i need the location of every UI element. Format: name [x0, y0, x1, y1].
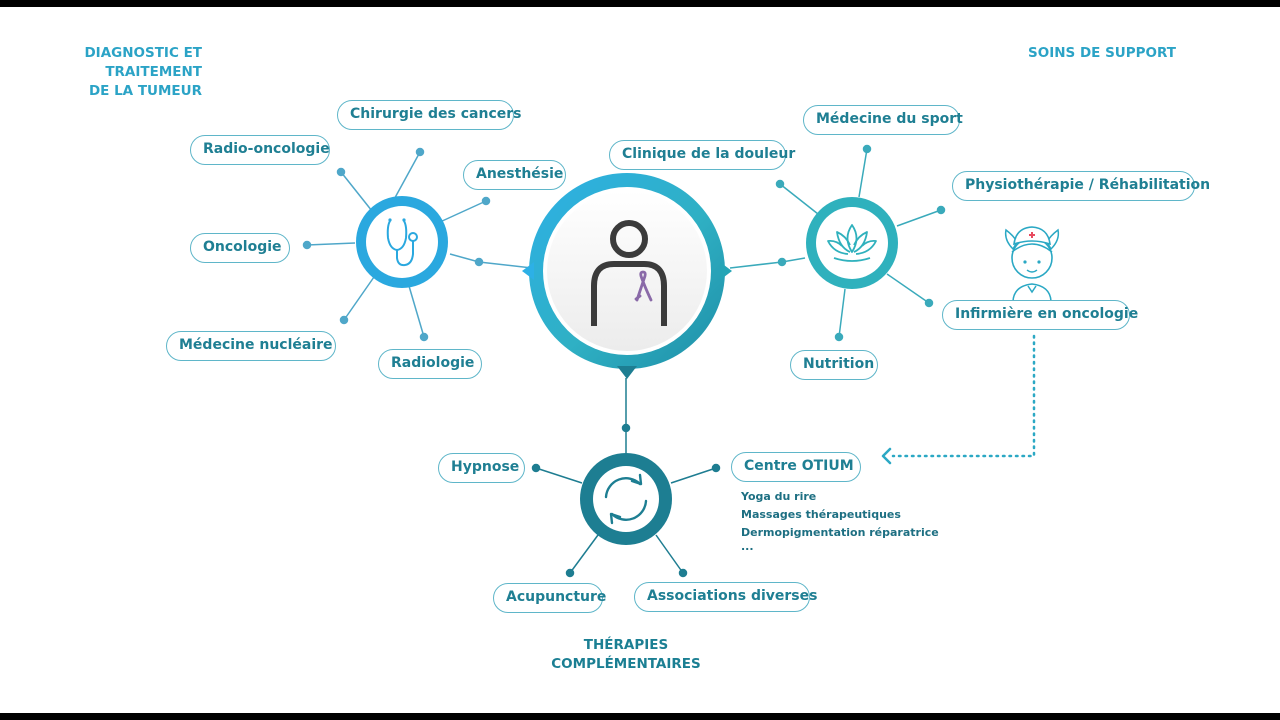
label-oncologie[interactable]: Oncologie [190, 233, 290, 263]
diagnostic-connectors [302, 147, 491, 342]
label-associations-diverses[interactable]: Associations diverses [634, 582, 817, 612]
label-physiotherapie-rehabilitation[interactable]: Physiothérapie / Réhabilitation [952, 171, 1210, 201]
otium-list-item: Dermopigmentation réparatrice [741, 526, 939, 539]
label-hypnose[interactable]: Hypnose [438, 453, 525, 483]
label-radiologie[interactable]: Radiologie [378, 349, 482, 379]
nurse-icon [1004, 226, 1060, 302]
support-connectors [775, 144, 946, 342]
lotus-icon [806, 197, 898, 289]
heading-diagnostic: DIAGNOSTIC ET TRAITEMENT DE LA TUMEUR [66, 44, 202, 101]
heading-complementary-line: THÉRAPIES [583, 637, 669, 653]
heading-diagnostic-line: TRAITEMENT [105, 64, 202, 80]
diagram-canvas: DIAGNOSTIC ET TRAITEMENT DE LA TUMEUR SO… [0, 7, 1280, 713]
heading-complementary-line: COMPLÉMENTAIRES [551, 656, 701, 672]
heading-diagnostic-line: DE LA TUMEUR [88, 83, 202, 99]
otium-list-item: Yoga du rire [741, 490, 817, 503]
otium-list-item-more: ... [741, 540, 754, 553]
label-anesthesie[interactable]: Anesthésie [463, 160, 566, 190]
label-clinique-de-la-douleur[interactable]: Clinique de la douleur [609, 140, 795, 170]
label-acupuncture[interactable]: Acupuncture [493, 583, 606, 613]
dotted-arrow [881, 334, 1036, 465]
stethoscope-icon [356, 196, 448, 288]
cycle-arrows-icon [580, 453, 672, 545]
heading-diagnostic-line: DIAGNOSTIC ET [84, 45, 202, 61]
heading-support: SOINS DE SUPPORT [1028, 44, 1176, 63]
label-medecine-nucleaire[interactable]: Médecine nucléaire [166, 331, 336, 361]
label-radio-oncologie[interactable]: Radio-oncologie [190, 135, 330, 165]
heading-complementary: THÉRAPIES COMPLÉMENTAIRES [540, 636, 712, 674]
label-infirmiere-en-oncologie[interactable]: Infirmière en oncologie [942, 300, 1138, 330]
label-medecine-du-sport[interactable]: Médecine du sport [803, 105, 963, 135]
patient-ribbon-icon [522, 173, 732, 379]
otium-list-item: Massages thérapeutiques [741, 508, 901, 521]
heading-support-line: SOINS DE SUPPORT [1028, 45, 1177, 61]
diagram-graphics [302, 144, 1060, 578]
label-centre-otium[interactable]: Centre OTIUM [731, 452, 861, 482]
complementary-connectors [531, 378, 721, 578]
label-nutrition[interactable]: Nutrition [790, 350, 878, 380]
label-chirurgie-des-cancers[interactable]: Chirurgie des cancers [337, 100, 521, 130]
otium-list: Yoga du rire Massages thérapeutiques Der… [741, 488, 939, 554]
